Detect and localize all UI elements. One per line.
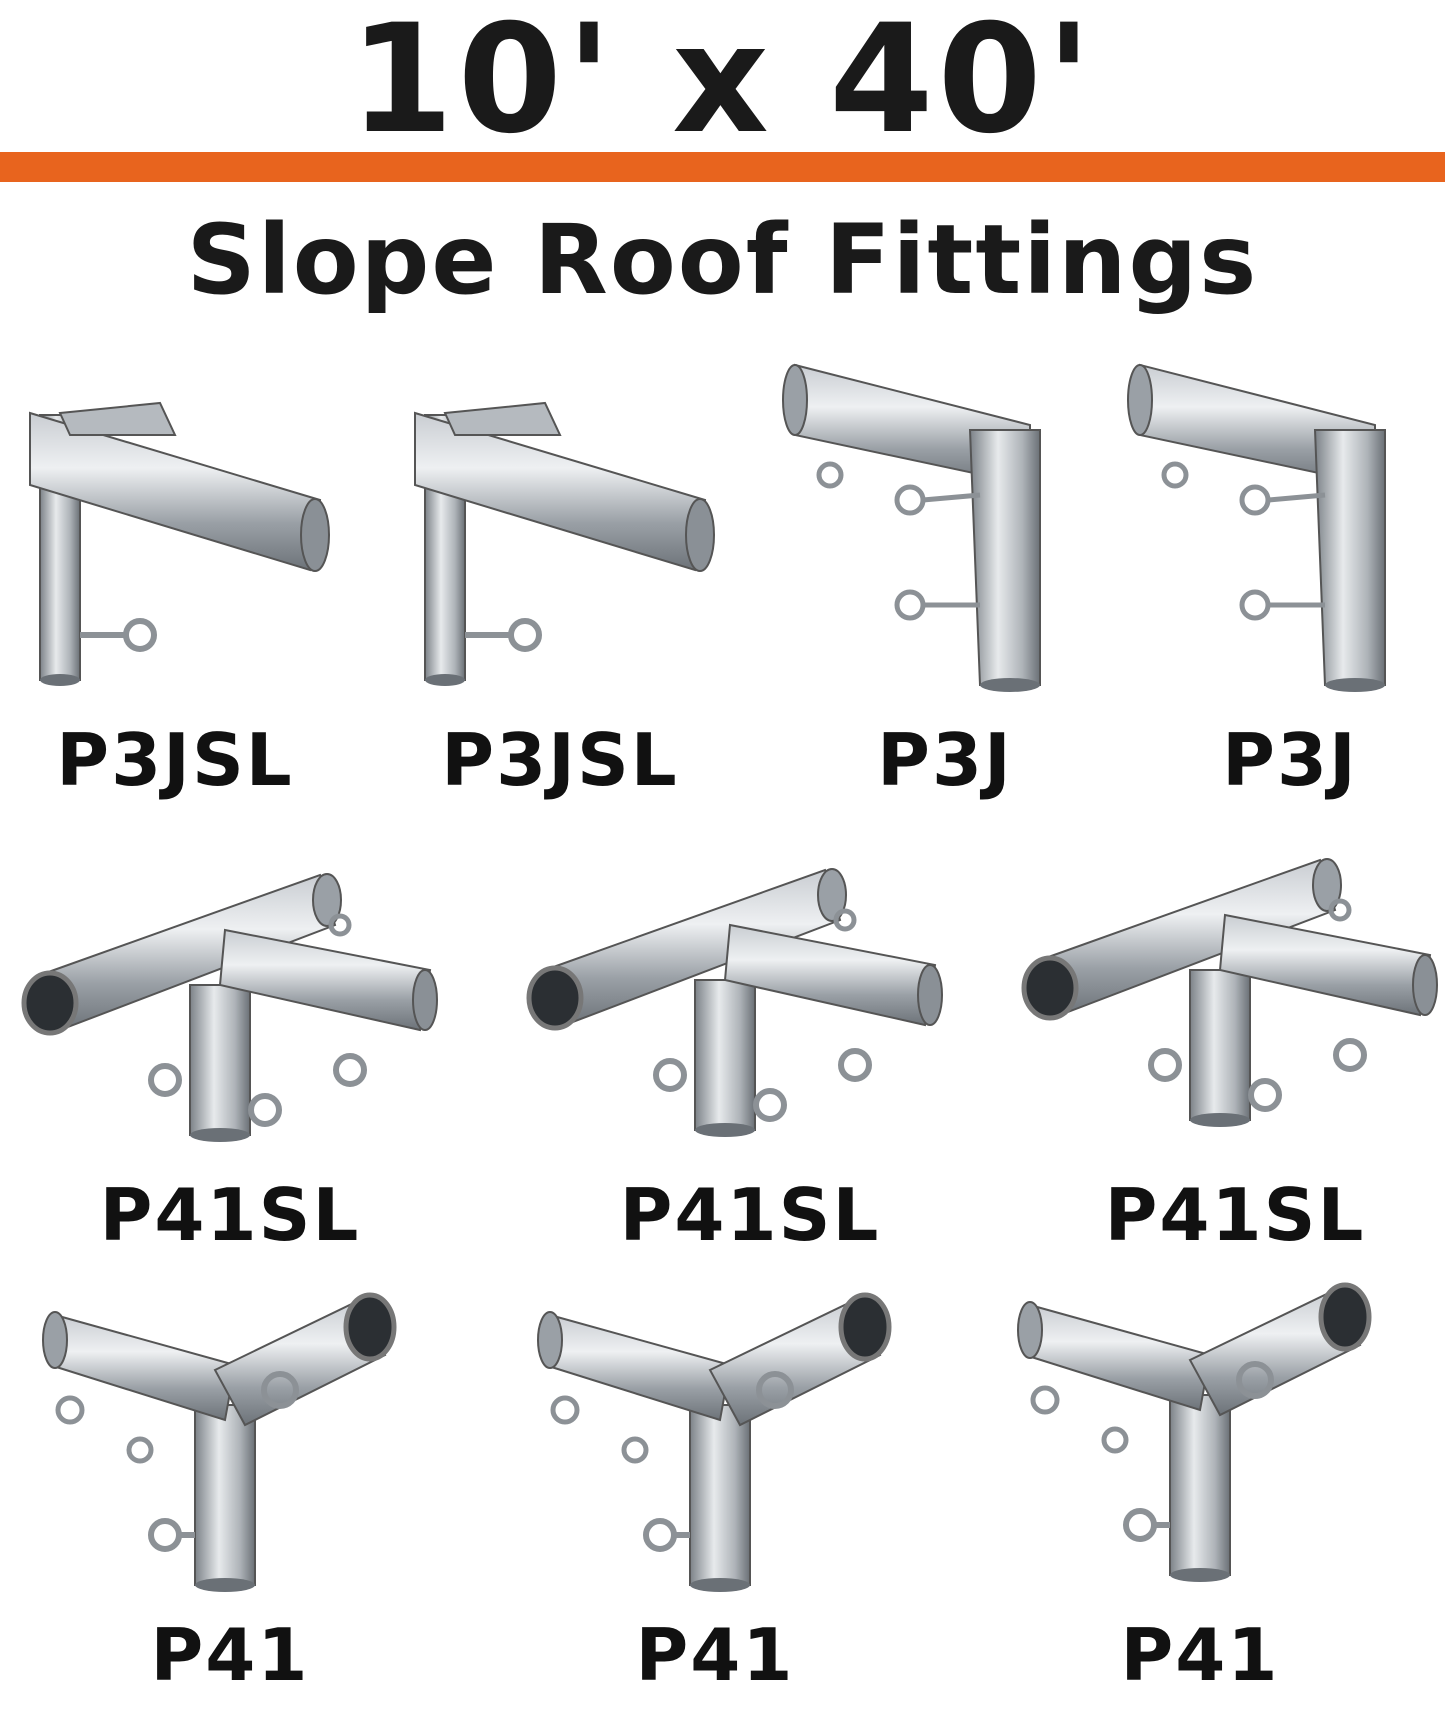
page-title: 10' x 40' [349,0,1096,167]
t-junction-fitting-icon [20,855,440,1145]
item-label-p41-2: P41 [635,1613,795,1697]
corner-elbow-fitting-icon [780,355,1060,695]
page-subtitle: Slope Roof Fittings [186,204,1259,316]
item-label-p41sl-2: P41SL [619,1173,881,1257]
peak-y-fitting-icon [42,1292,405,1595]
accent-divider [0,152,1445,182]
corner-elbow-fitting-icon [1125,355,1405,695]
t-junction-fitting-icon [525,850,945,1140]
item-label-p41sl-1: P41SL [99,1173,361,1257]
slope-joint-fitting-icon [10,395,340,695]
peak-y-fitting-icon [1017,1282,1380,1585]
t-junction-fitting-icon [1020,840,1440,1130]
item-label-p41-3: P41 [1120,1613,1280,1697]
item-label-p3jsl-2: P3JSL [441,718,679,802]
item-label-p41sl-3: P41SL [1104,1173,1366,1257]
peak-y-fitting-icon [537,1292,900,1595]
item-label-p41-1: P41 [150,1613,310,1697]
item-label-p3j-2: P3J [1222,718,1358,802]
item-label-p3jsl-1: P3JSL [56,718,294,802]
slope-joint-fitting-icon [395,395,725,695]
item-label-p3j-1: P3J [877,718,1013,802]
